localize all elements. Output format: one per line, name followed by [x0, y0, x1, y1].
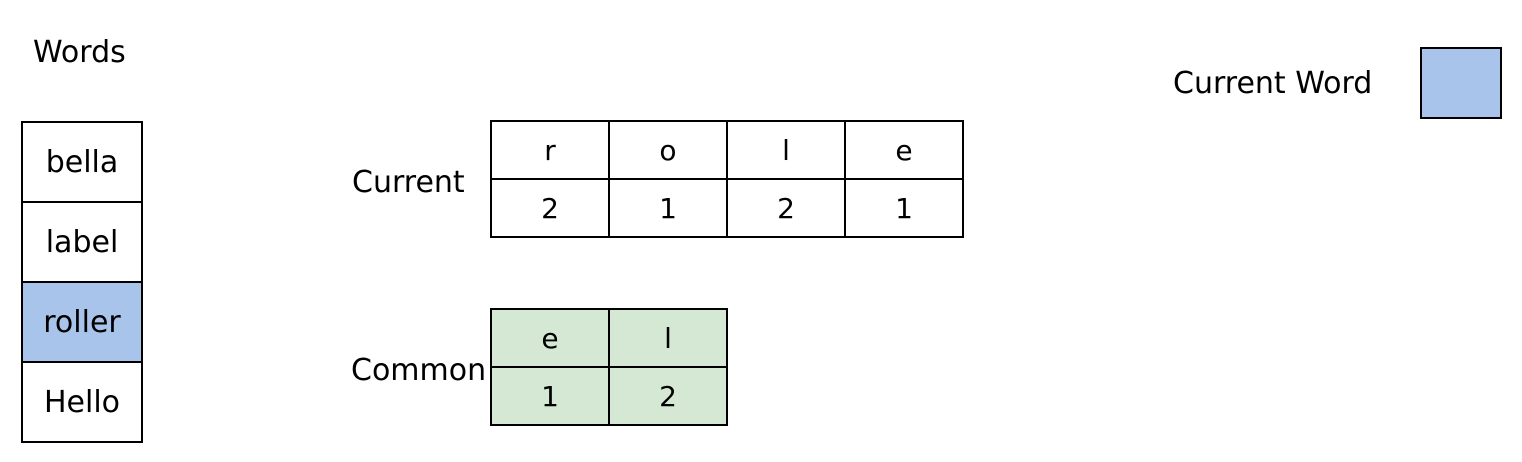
- current-letter-cell: e: [844, 120, 964, 180]
- common-letter-cell: e: [490, 308, 610, 368]
- current-table: r o l e 2 1 2 1: [490, 120, 964, 238]
- words-list: bella label roller Hello: [21, 121, 143, 443]
- current-counts-row: 2 1 2 1: [490, 178, 964, 238]
- word-cell-current: roller: [23, 283, 141, 363]
- current-count-cell: 2: [726, 178, 846, 238]
- word-cell: label: [23, 203, 141, 283]
- common-letters-row: e l: [490, 308, 728, 368]
- common-counts-row: 1 2: [490, 366, 728, 426]
- current-count-cell: 1: [844, 178, 964, 238]
- current-letters-row: r o l e: [490, 120, 964, 180]
- common-label: Common: [351, 353, 487, 388]
- common-table: e l 1 2: [490, 308, 728, 426]
- word-cell: bella: [23, 123, 141, 203]
- current-count-cell: 2: [490, 178, 610, 238]
- common-letter-cell: l: [608, 308, 728, 368]
- current-word-legend-swatch: [1420, 47, 1502, 119]
- current-count-cell: 1: [608, 178, 728, 238]
- current-label: Current: [352, 165, 465, 200]
- current-letter-cell: l: [726, 120, 846, 180]
- current-letter-cell: r: [490, 120, 610, 180]
- current-word-legend-label: Current Word: [1173, 66, 1373, 101]
- word-cell: Hello: [23, 363, 141, 443]
- words-title: Words: [33, 35, 126, 70]
- common-count-cell: 2: [608, 366, 728, 426]
- current-letter-cell: o: [608, 120, 728, 180]
- common-count-cell: 1: [490, 366, 610, 426]
